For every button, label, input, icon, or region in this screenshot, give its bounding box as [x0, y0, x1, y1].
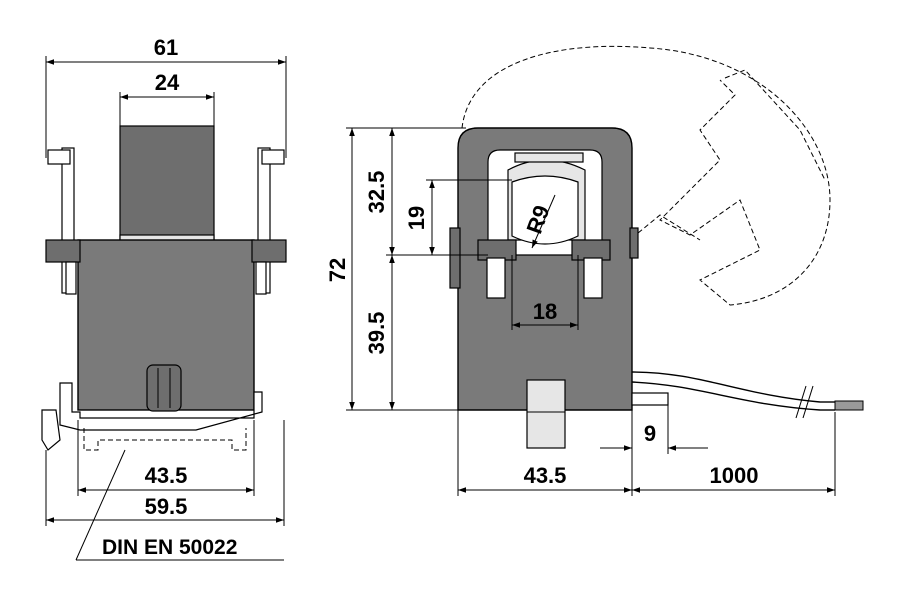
dim-19: 19 — [404, 206, 429, 230]
dim-43-5-side: 43.5 — [524, 463, 567, 488]
right-hinge — [629, 227, 639, 259]
left-leg-top — [477, 239, 517, 261]
dim-24: 24 — [155, 70, 180, 95]
rail-standard-label: DIN EN 50022 — [102, 536, 237, 559]
right-leg — [583, 257, 603, 299]
dim-9: 9 — [644, 421, 656, 446]
open-jaw-hinge — [631, 214, 701, 241]
stripped-wire — [834, 400, 864, 411]
dim-1000: 1000 — [710, 463, 759, 488]
clip-latch — [41, 409, 61, 451]
cable-wire-2 — [631, 381, 821, 411]
din-rail — [83, 428, 247, 451]
right-arm-lower — [255, 261, 267, 295]
dim-59-5: 59.5 — [145, 494, 188, 519]
terminal-block — [146, 364, 182, 412]
side-clip — [526, 379, 566, 449]
dim-43-5-front: 43.5 — [145, 463, 188, 488]
left-arm-lower — [65, 261, 77, 295]
dim-18: 18 — [533, 299, 557, 324]
dim-32-5: 32.5 — [364, 171, 389, 214]
front-view: 61 24 43.5 59.5 DIN EN 50022 — [41, 35, 287, 561]
side-hinge — [449, 227, 461, 289]
right-tab — [251, 239, 287, 263]
dim-39-5: 39.5 — [364, 312, 389, 355]
right-clamp-top — [261, 149, 285, 165]
open-jaw-outline — [461, 45, 831, 306]
left-tab — [45, 239, 81, 263]
dim-61: 61 — [154, 35, 178, 60]
jaw-latch — [514, 152, 584, 163]
cable-gland — [631, 392, 669, 406]
cable-wire-1 — [631, 371, 821, 403]
open-jaw-outline-2 — [724, 69, 826, 181]
ferrite-core — [119, 125, 215, 253]
left-leg — [486, 257, 506, 299]
din-clip — [59, 382, 263, 431]
dim-72: 72 — [325, 258, 350, 282]
conductor-opening — [511, 175, 579, 245]
left-clamp-top — [47, 149, 71, 165]
side-view: 72 32.5 19 39.5 R9 18 43.5 9 1000 — [325, 45, 864, 496]
